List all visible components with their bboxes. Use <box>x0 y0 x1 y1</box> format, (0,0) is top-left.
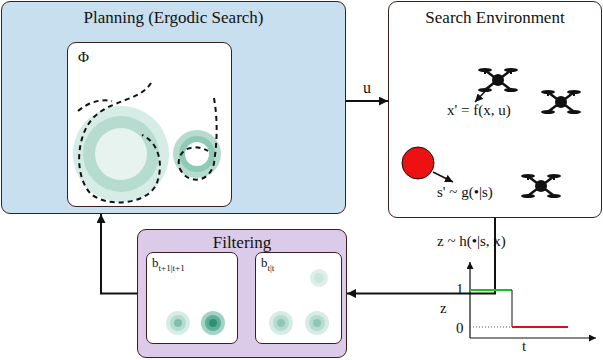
distribution-box: Φ <box>67 42 232 207</box>
dynamics-equation: x' = f(x, u) <box>447 102 511 119</box>
filtering-panel: Filtering bt+1|t+1 bt|t <box>137 229 347 358</box>
flow-arrow <box>347 218 495 294</box>
panel-title: Filtering <box>146 233 338 253</box>
coverage-map <box>68 43 233 208</box>
axis-tick: 1 <box>456 281 464 298</box>
belief-box: bt+1|t+1 <box>146 252 238 344</box>
measurement-equation: z ~ h(•|s, x) <box>437 233 506 250</box>
planning-panel: Planning (Ergodic Search) Φ <box>1 1 346 214</box>
axis-label: z <box>440 300 447 317</box>
panel-title: Search Environment <box>397 8 593 28</box>
panel-title: bt|t <box>261 256 336 273</box>
control-signal: u <box>363 79 371 97</box>
panel-title: bt+1|t+1 <box>152 256 232 273</box>
axis-label: t <box>522 338 526 355</box>
belief-box: bt|t <box>255 252 342 344</box>
target-equation: s' ~ g(•|s) <box>437 184 493 201</box>
flow-arrow <box>346 100 388 102</box>
axis-tick: 0 <box>456 320 464 337</box>
map-symbol: Φ <box>78 49 221 66</box>
panel-title: Planning (Ergodic Search) <box>10 8 337 28</box>
flow-arrow <box>101 214 137 294</box>
